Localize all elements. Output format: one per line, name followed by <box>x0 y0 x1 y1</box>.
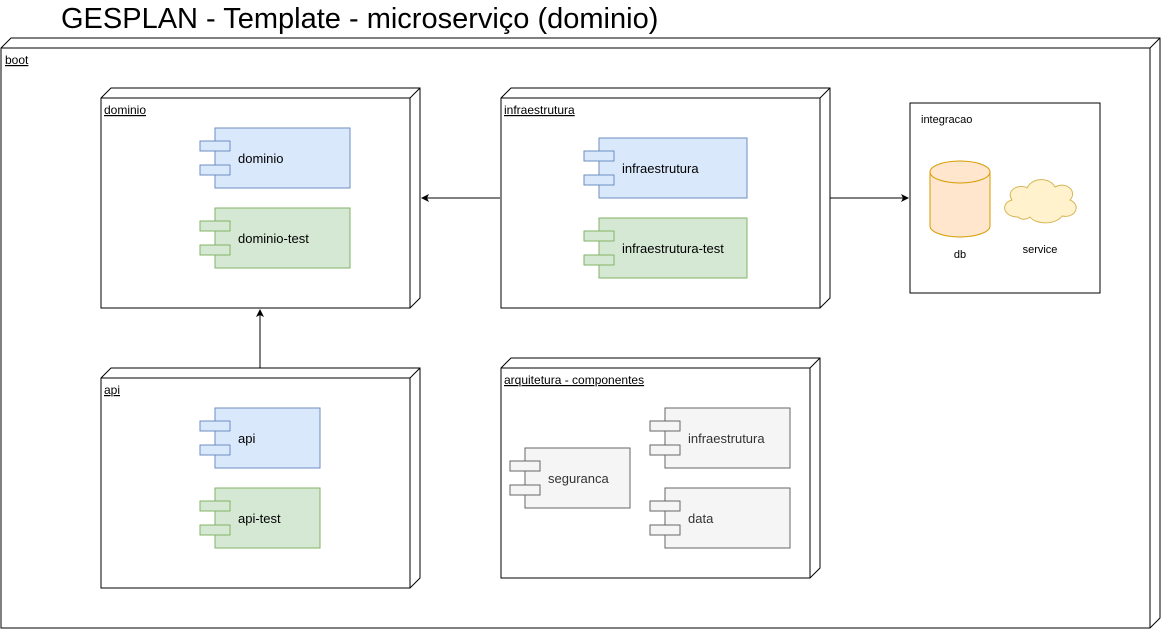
arquitetura-node-label: arquitetura - componentes <box>504 373 644 387</box>
component-dominio-label: dominio <box>238 151 284 166</box>
component-dominio-test-label: dominio-test <box>238 231 309 246</box>
component-dominio[interactable]: dominio <box>199 127 351 189</box>
dominio-node-label: dominio <box>104 103 146 117</box>
component-infraestrutura[interactable]: infraestrutura <box>583 137 748 199</box>
integracao-label: integracao <box>921 114 972 126</box>
component-seguranca-label: seguranca <box>548 471 609 486</box>
api-node-label: api <box>104 383 120 397</box>
component-dominio-test[interactable]: dominio-test <box>199 207 351 269</box>
infraestrutura-node-label: infraestrutura <box>504 103 575 117</box>
component-arq-infraestrutura-label: infraestrutura <box>688 431 765 446</box>
service-label: service <box>1023 244 1058 256</box>
component-seguranca[interactable]: seguranca <box>509 447 631 509</box>
integracao-box[interactable]: integracao db service <box>909 102 1101 294</box>
component-data-label: data <box>688 511 714 526</box>
diagram-title: GESPLAN - Template - microserviço (domin… <box>61 3 659 35</box>
component-api-label: api <box>238 431 255 446</box>
component-api-test-label: api-test <box>238 511 281 526</box>
boot-node-label: boot <box>5 53 29 67</box>
db-cylinder-icon[interactable] <box>929 160 991 238</box>
api-node[interactable]: api <box>100 367 421 589</box>
component-api[interactable]: api <box>199 407 321 469</box>
component-data[interactable]: data <box>649 487 791 549</box>
dominio-node[interactable]: dominio <box>100 87 421 309</box>
component-api-test[interactable]: api-test <box>199 487 321 549</box>
component-infraestrutura-label: infraestrutura <box>622 161 699 176</box>
component-arq-infraestrutura[interactable]: infraestrutura <box>649 407 791 469</box>
component-infraestrutura-test-label: infraestrutura-test <box>622 241 724 256</box>
component-infraestrutura-test[interactable]: infraestrutura-test <box>583 217 748 279</box>
service-cloud-icon[interactable] <box>1004 179 1077 224</box>
db-label: db <box>954 249 966 261</box>
